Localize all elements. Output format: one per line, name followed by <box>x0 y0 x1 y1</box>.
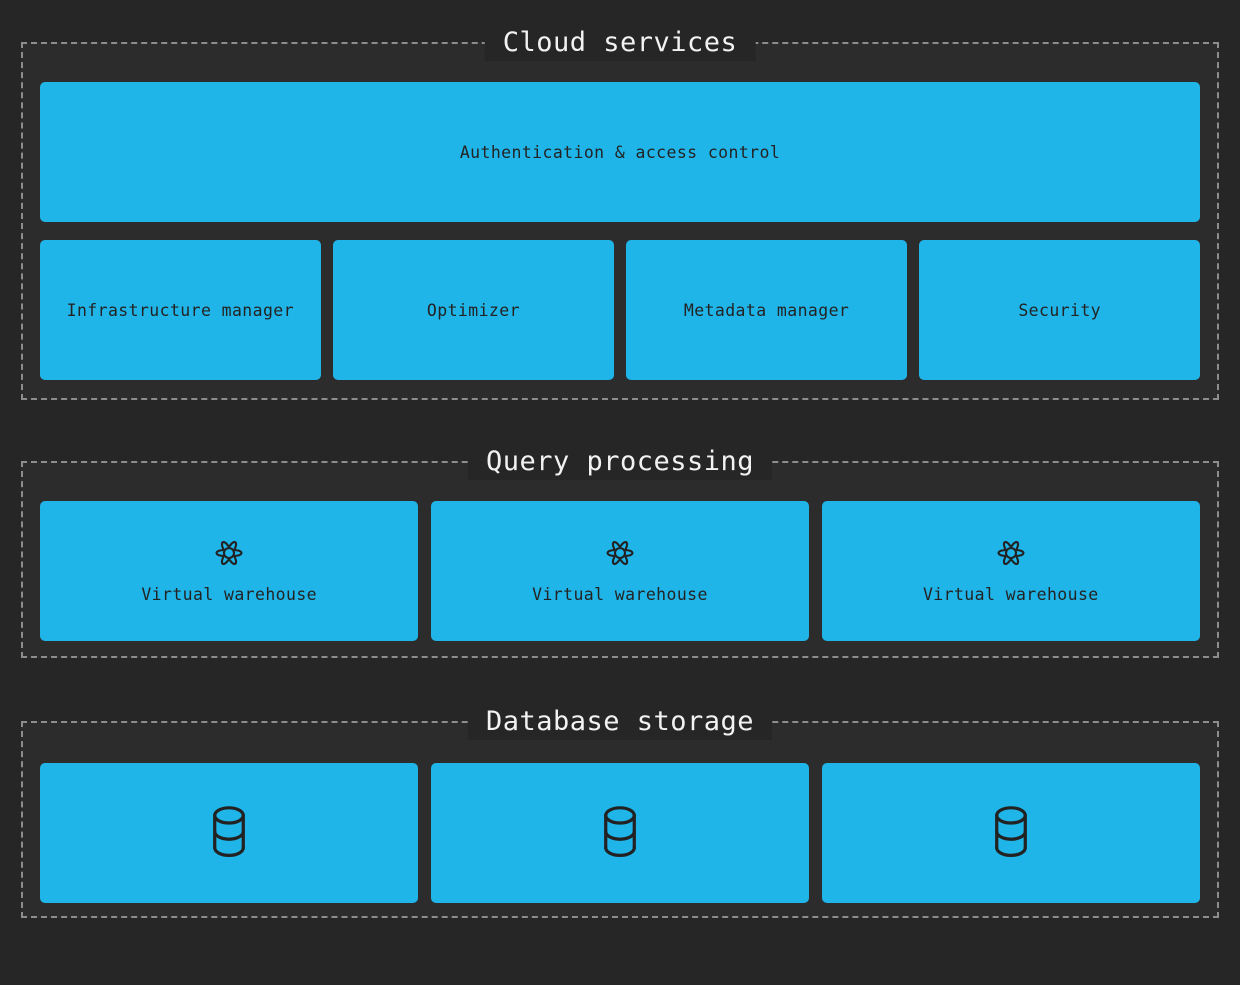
node-database <box>430 763 810 903</box>
section-database-storage: Database storage <box>21 704 1219 918</box>
gear-icon <box>606 540 634 566</box>
node-database <box>821 763 1200 903</box>
node-label: Virtual warehouse <box>141 585 317 604</box>
query-processing-row: Virtual warehouse Virtual warehouse Virt… <box>40 501 1200 641</box>
node-metadata-manager: Metadata manager <box>626 240 907 380</box>
node-virtual-warehouse: Virtual warehouse <box>821 501 1200 641</box>
section-title-cloud-services: Cloud services <box>484 25 756 61</box>
node-label: Virtual warehouse <box>532 585 708 604</box>
section-title-database-storage: Database storage <box>467 704 773 740</box>
node-label: Optimizer <box>426 300 520 320</box>
node-label: Authentication & access control <box>459 142 781 162</box>
node-label: Security <box>1018 300 1102 320</box>
database-storage-row <box>40 763 1200 903</box>
node-virtual-warehouse: Virtual warehouse <box>40 501 419 641</box>
architecture-diagram: Cloud services Authentication & access c… <box>0 25 1240 985</box>
node-database <box>40 763 419 903</box>
node-authentication-access-control: Authentication & access control <box>40 82 1200 222</box>
node-label: Virtual warehouse <box>922 585 1099 604</box>
database-icon <box>994 805 1027 857</box>
cloud-services-row: Infrastructure manager Optimizer Metadat… <box>40 240 1200 380</box>
database-icon <box>213 805 246 857</box>
section-title-query-processing: Query processing <box>467 444 773 480</box>
node-label: Infrastructure manager <box>66 300 294 320</box>
node-security: Security <box>919 240 1200 380</box>
node-optimizer: Optimizer <box>333 240 614 380</box>
gear-icon <box>215 540 243 566</box>
node-virtual-warehouse: Virtual warehouse <box>430 501 810 641</box>
node-infrastructure-manager: Infrastructure manager <box>40 240 321 380</box>
node-label: Metadata manager <box>683 300 850 320</box>
section-query-processing: Query processing Virtual warehouse Virtu… <box>21 444 1219 658</box>
database-icon <box>604 805 636 857</box>
gear-icon <box>997 540 1025 566</box>
section-cloud-services: Cloud services Authentication & access c… <box>21 25 1219 400</box>
